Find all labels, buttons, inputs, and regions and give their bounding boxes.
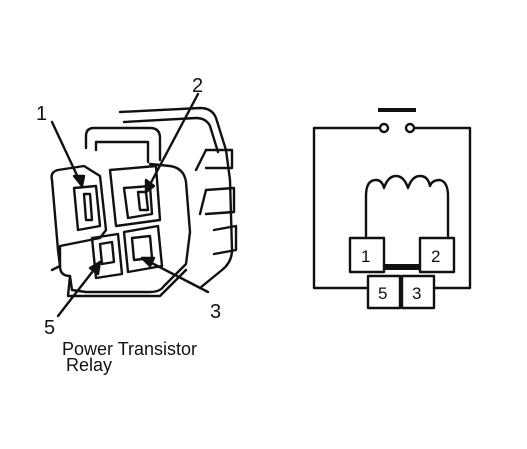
terminal-label-2: 2 [431, 247, 440, 266]
terminal-box-1 [348, 236, 386, 274]
terminal-box-2 [418, 236, 456, 274]
caption-line-2: Relay [66, 355, 112, 375]
terminal-label-1: 1 [361, 247, 370, 266]
callout-3: 3 [210, 301, 221, 323]
terminal-bridge [384, 264, 424, 270]
callout-1: 1 [36, 103, 47, 125]
terminal-box-3 [400, 274, 436, 310]
relay-body-drawing [50, 106, 238, 298]
switch-bar [378, 108, 416, 112]
callout-arrows [50, 92, 210, 318]
callout-5: 5 [44, 317, 55, 339]
relay-schematic [312, 108, 472, 310]
terminal-label-3: 3 [412, 284, 421, 303]
coil [364, 174, 450, 238]
caption-line-1: Power Transistor [62, 339, 197, 359]
switch-contact-left [378, 122, 390, 134]
terminal-box-5 [366, 274, 402, 310]
callout-2: 2 [192, 75, 203, 97]
terminal-label-5: 5 [378, 284, 387, 303]
switch-contact-right [404, 122, 416, 134]
